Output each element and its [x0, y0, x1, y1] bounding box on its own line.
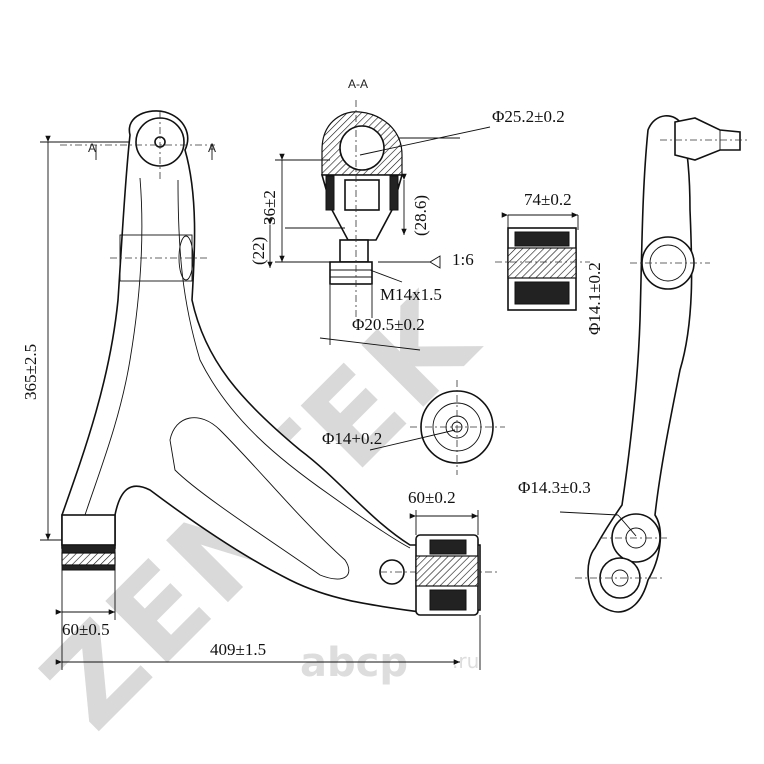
front-bush-rubber-2 — [61, 564, 116, 571]
round-bush: Φ14+0.2 — [322, 380, 505, 475]
leader-round-bush — [369, 429, 456, 451]
dim-ball-base-label: Φ20.5±0.2 — [352, 315, 425, 334]
leader-thread — [369, 269, 403, 283]
arm-window — [169, 417, 350, 580]
rear-bush-rubber-bottom — [429, 589, 467, 611]
rear-bush — [415, 534, 479, 616]
section-title: A-A — [348, 77, 368, 91]
dim-ball-height-label: 36±2 — [260, 190, 279, 225]
arm-mid-hole — [178, 235, 194, 281]
bush-detail: 74±0.2 Φ14.1±0.2 — [495, 190, 604, 335]
dim-height-label: 365±2.5 — [21, 344, 40, 400]
watermark-site: abcp — [300, 640, 408, 686]
ball-stud — [339, 239, 369, 263]
dim-ball-lower-label: (22) — [249, 237, 268, 265]
front-bush-sleeve — [61, 552, 116, 566]
leader-ball-dia — [359, 126, 491, 156]
front-bush-rubber — [61, 544, 116, 554]
arm-body — [61, 110, 481, 613]
front-bush — [61, 514, 116, 571]
dim-side-bore-label: Φ14.3±0.3 — [518, 478, 591, 497]
side-ball-stud — [674, 117, 741, 161]
bush-rubber-bottom — [514, 281, 570, 305]
arm-inner-edge — [84, 177, 143, 516]
dim-front-bush-label: 60±0.5 — [62, 620, 110, 639]
ball-joint-section: A-A Φ25.2±0.2 36±2 (22) (28.6) — [249, 77, 565, 351]
arm-inner-edge-2 — [177, 179, 411, 549]
ball-nut — [329, 261, 373, 285]
dim-ball-inner-label: (28.6) — [411, 195, 430, 236]
side-view: Φ14.3±0.3 — [518, 115, 750, 613]
ball-boot-left — [325, 175, 335, 211]
section-marker-left: A — [88, 141, 96, 155]
dim-rear-bush: 60±0.2 — [408, 488, 479, 535]
dim-bush-bore-label: Φ14.1±0.2 — [585, 262, 604, 335]
dim-rear-bush-label: 60±0.2 — [408, 488, 456, 507]
dim-round-bore-label: Φ14+0.2 — [322, 429, 382, 448]
ball-stud-upper — [344, 179, 380, 211]
control-arm: A A — [60, 110, 500, 613]
ball-boot-right — [389, 175, 399, 211]
dim-front-bush: 60±0.5 — [55, 570, 116, 639]
watermark-site-suffix: .ru — [452, 649, 479, 673]
dim-width: 409±1.5 — [55, 615, 481, 670]
dim-ball-dia-label: Φ25.2±0.2 — [492, 107, 565, 126]
ball — [339, 125, 385, 171]
dim-thread-label: M14x1.5 — [380, 285, 442, 304]
rear-bush-sleeve — [415, 555, 479, 587]
front-bush-housing — [61, 514, 116, 546]
bush-sleeve — [507, 247, 577, 279]
dim-taper-label: 1:6 — [452, 250, 474, 269]
dim-width-label: 409±1.5 — [210, 640, 266, 659]
leader-side-bore — [559, 511, 619, 516]
taper-symbol — [378, 255, 441, 269]
dim-bush-length-label: 74±0.2 — [524, 190, 572, 209]
dim-height: 365±2.5 — [21, 135, 130, 541]
bush-rubber-top — [514, 231, 570, 247]
rear-bush-rubber-top — [429, 539, 467, 555]
